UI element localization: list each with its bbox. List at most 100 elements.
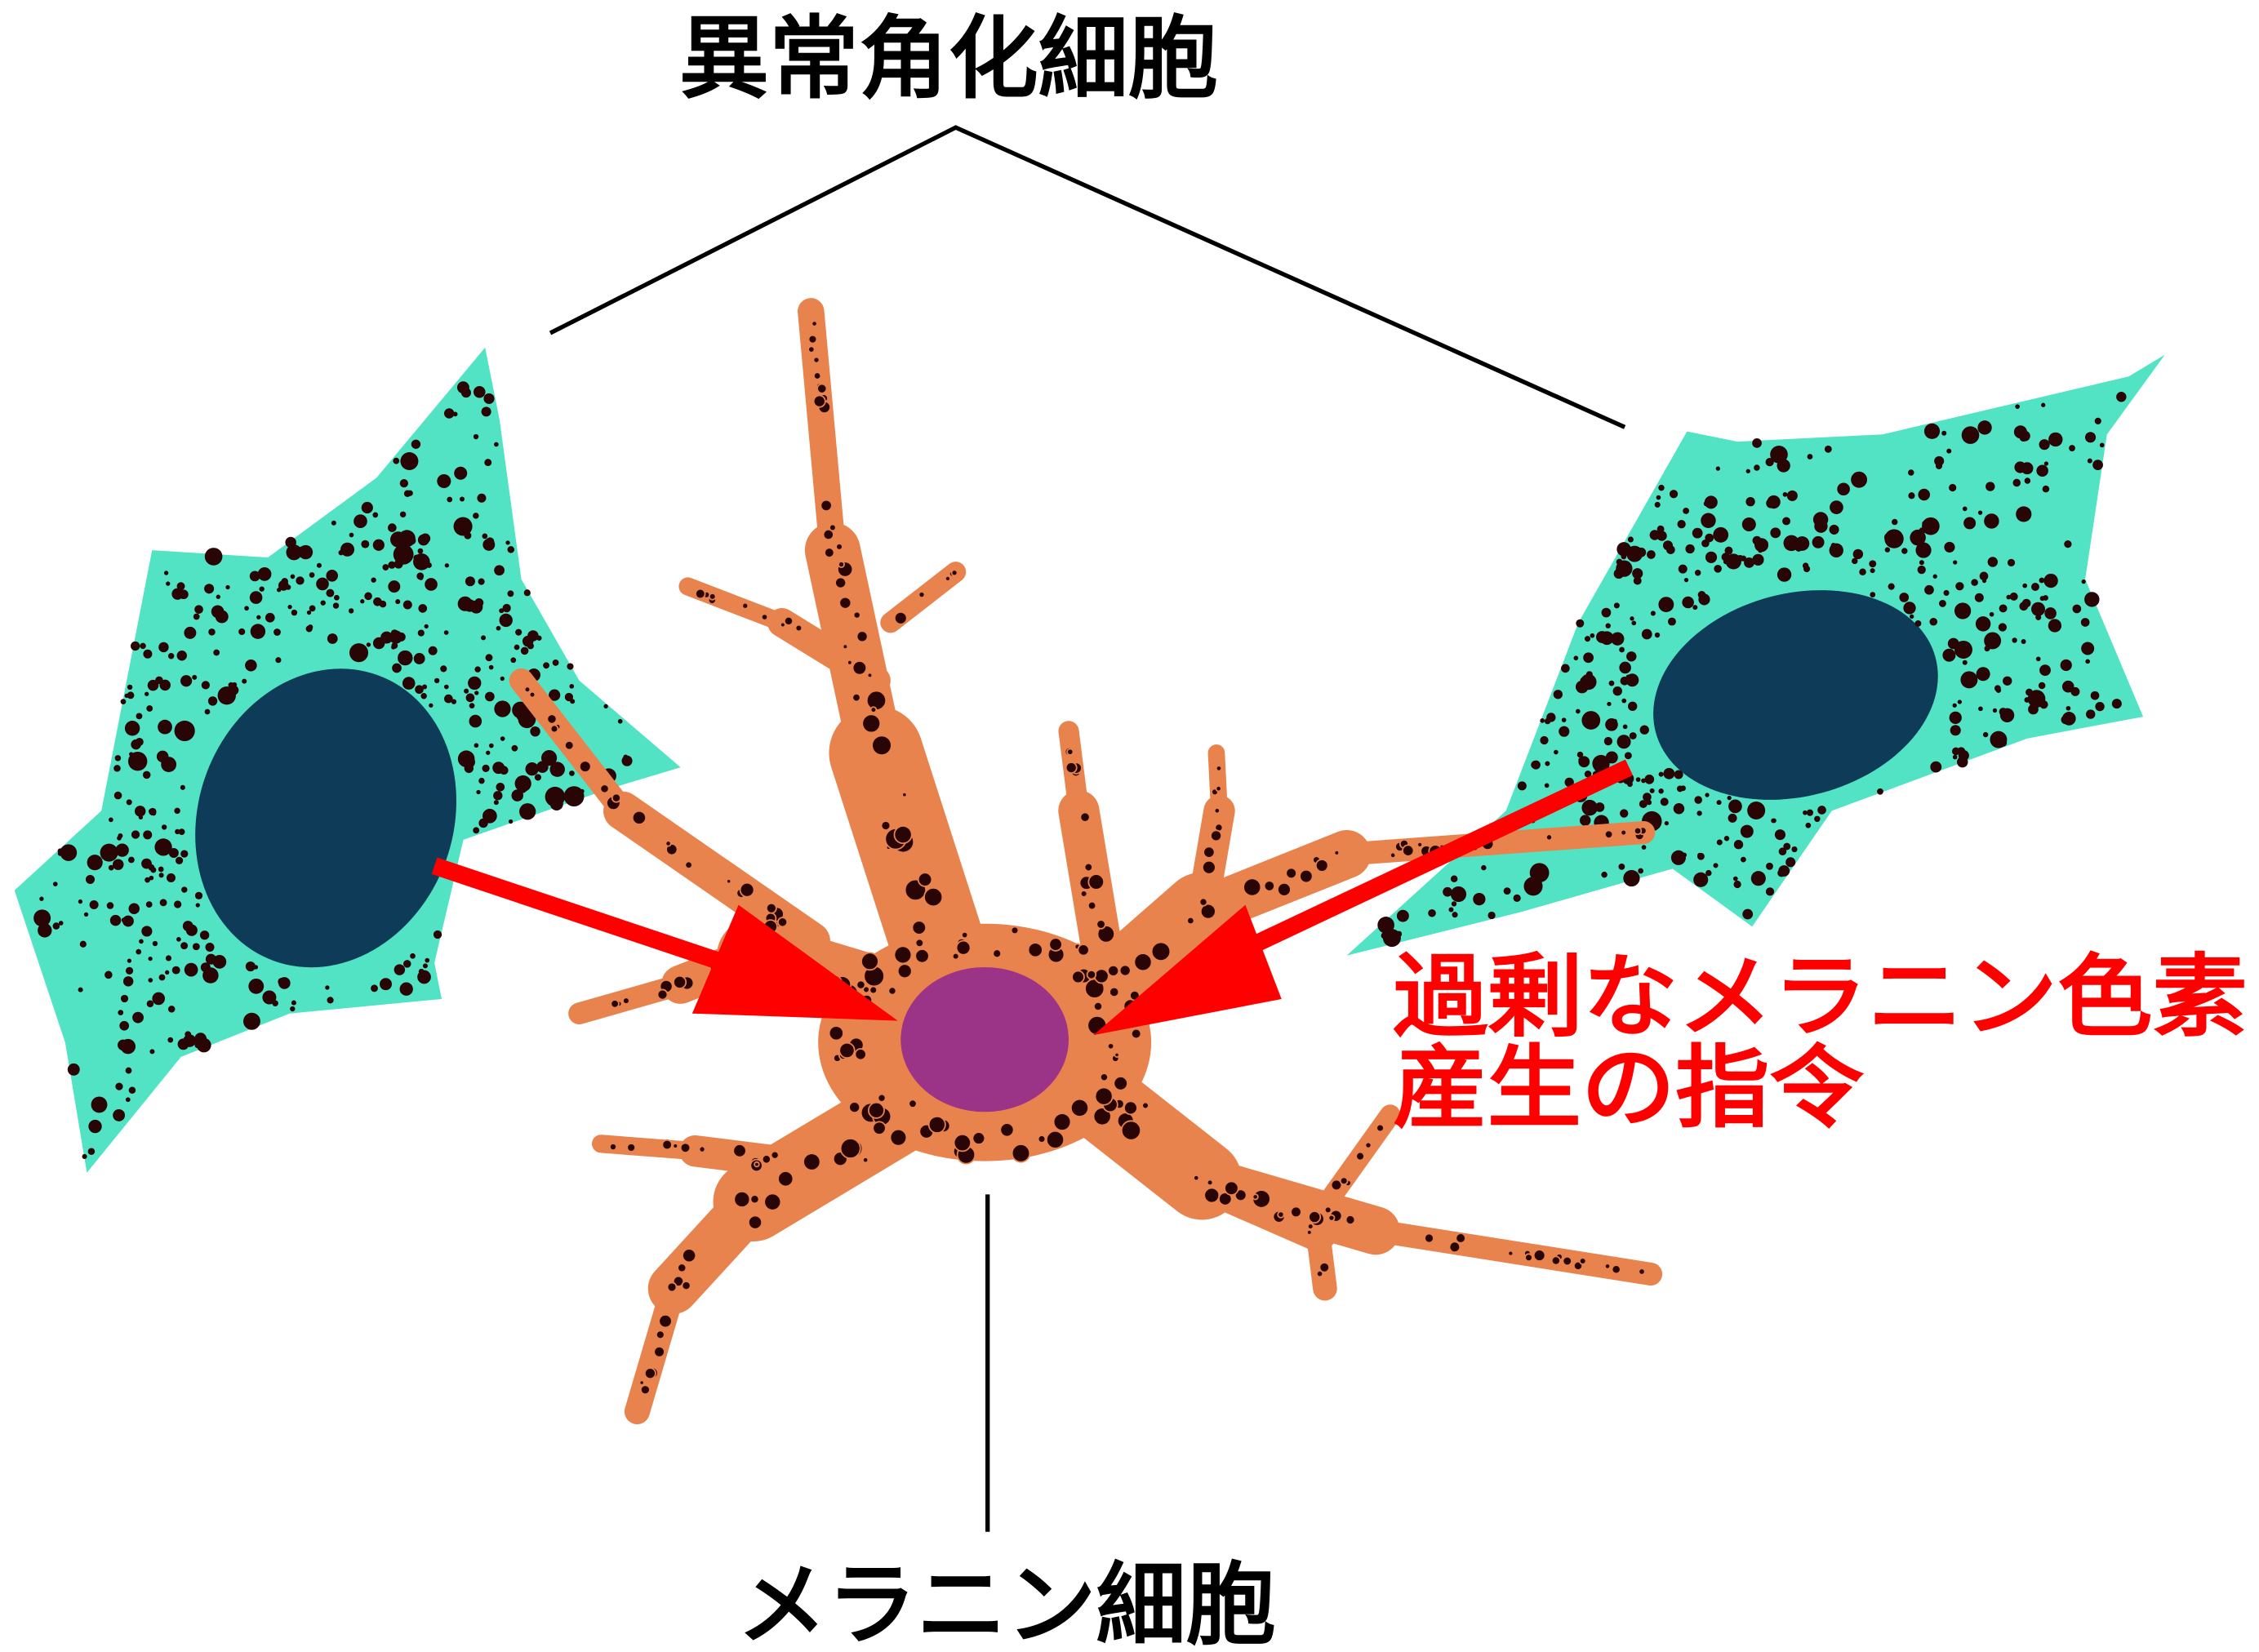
melanin-granule xyxy=(1791,846,1798,853)
melanin-granule xyxy=(1670,850,1686,865)
melanin-granule xyxy=(530,726,540,737)
melanin-granule xyxy=(58,921,64,926)
melanin-granule xyxy=(174,900,182,908)
melanin-granule xyxy=(1732,876,1738,882)
melanin-granule xyxy=(131,830,140,839)
melanin-granule xyxy=(443,694,453,704)
melanin-granule xyxy=(2039,664,2051,677)
melanin-granule xyxy=(86,874,96,884)
melanin-granule xyxy=(457,596,473,611)
melanin-granule xyxy=(1099,1072,1109,1082)
melanin-granule xyxy=(1908,469,1914,476)
melanin-granule xyxy=(2015,404,2020,409)
melanin-granule xyxy=(780,621,786,628)
annotation-line-2: 産生の指令 xyxy=(1393,1035,1865,1140)
melanin-granule xyxy=(803,1152,821,1171)
melanin-granule xyxy=(1377,917,1394,934)
melanin-granule xyxy=(1829,524,1839,535)
melanin-granule xyxy=(835,543,843,551)
melanin-granule xyxy=(349,643,369,663)
melanin-granule xyxy=(2016,506,2032,522)
melanin-granule xyxy=(127,684,133,691)
melanin-granule xyxy=(127,856,135,864)
melanin-granule xyxy=(499,766,509,775)
melanin-granule xyxy=(127,958,132,963)
melanin-granule xyxy=(2084,592,2100,607)
melanin-granule xyxy=(418,604,428,613)
melanin-granule xyxy=(159,899,167,907)
melanin-granule xyxy=(1978,706,1983,712)
melanin-granule xyxy=(1632,568,1643,580)
melanin-granule xyxy=(639,1384,651,1396)
melanin-granule xyxy=(510,657,517,664)
melanin-granule xyxy=(1742,908,1754,920)
melanin-granule xyxy=(1215,765,1223,772)
melanin-granule xyxy=(1087,900,1097,911)
melanin-granule xyxy=(193,613,200,620)
melanin-granule xyxy=(1315,1269,1324,1278)
melanin-granule xyxy=(1633,826,1643,836)
melanin-granule xyxy=(2094,417,2101,424)
melanin-granule xyxy=(402,600,412,610)
melanin-granule xyxy=(1451,901,1457,907)
melanin-granule xyxy=(1603,1263,1612,1270)
melanin-granule xyxy=(1903,602,1916,615)
melanin-granule xyxy=(2038,682,2046,690)
melanin-granule xyxy=(1540,735,1549,745)
melanin-granule xyxy=(57,850,63,856)
melanin-granule xyxy=(1576,619,1585,628)
melanin-granule xyxy=(2012,478,2021,487)
melanin-granule xyxy=(158,866,164,873)
melanin-granule xyxy=(179,589,189,600)
melanin-granule xyxy=(1951,747,1960,756)
melanin-granule xyxy=(824,547,835,558)
melanin-granule xyxy=(413,653,425,664)
melanin-granule xyxy=(1705,869,1712,877)
melanin-granule xyxy=(463,756,475,769)
melanin-granule xyxy=(338,549,344,556)
melanin-granule xyxy=(145,691,149,696)
melanin-granule xyxy=(2006,594,2012,600)
melanin-granule xyxy=(569,683,575,689)
melanin-granule xyxy=(1581,799,1598,816)
melanin-granule xyxy=(1620,809,1629,818)
melanin-granule xyxy=(166,581,171,586)
melanin-granule xyxy=(1048,937,1063,952)
melanin-granule xyxy=(199,930,210,940)
melanin-granule xyxy=(1999,708,2008,717)
melanin-granule xyxy=(1924,584,1934,595)
melanin-granule xyxy=(760,613,769,621)
melanin-granule xyxy=(2061,680,2074,693)
melanin-granule xyxy=(78,987,83,993)
melanin-granule xyxy=(523,686,531,693)
melanin-granule xyxy=(839,1138,861,1159)
melanin-granule xyxy=(184,962,198,977)
melanin-granule xyxy=(1198,897,1208,907)
melanin-granule xyxy=(493,791,503,801)
melanin-granule xyxy=(852,611,861,620)
melanin-granule xyxy=(1573,655,1579,661)
melanin-granule xyxy=(149,875,154,881)
melanin-granule xyxy=(1628,701,1638,711)
melanin-granule xyxy=(871,735,892,756)
melanin-granule xyxy=(1263,880,1275,892)
melanin-granule xyxy=(848,1101,861,1114)
melanin-granule xyxy=(563,786,585,807)
melanin-granule xyxy=(281,979,289,988)
melanin-granule xyxy=(180,675,193,687)
melanin-granule xyxy=(1939,599,1946,607)
melanin-granule xyxy=(1984,513,1999,529)
melanin-granule xyxy=(1701,513,1716,528)
melanin-granule xyxy=(256,615,261,620)
melanin-granule xyxy=(87,1148,96,1155)
melanin-granule xyxy=(33,909,51,927)
melanocyte-dendrite xyxy=(647,1176,779,1314)
melanocyte xyxy=(509,298,1663,1424)
melanin-granule xyxy=(1092,1107,1112,1126)
melanin-granule xyxy=(2035,656,2041,662)
melanin-granule xyxy=(1638,1268,1646,1276)
melanin-granule xyxy=(1992,708,1998,713)
melanin-granule xyxy=(865,690,887,711)
melanin-granule xyxy=(1884,547,1891,553)
melanin-granule xyxy=(1381,932,1388,939)
